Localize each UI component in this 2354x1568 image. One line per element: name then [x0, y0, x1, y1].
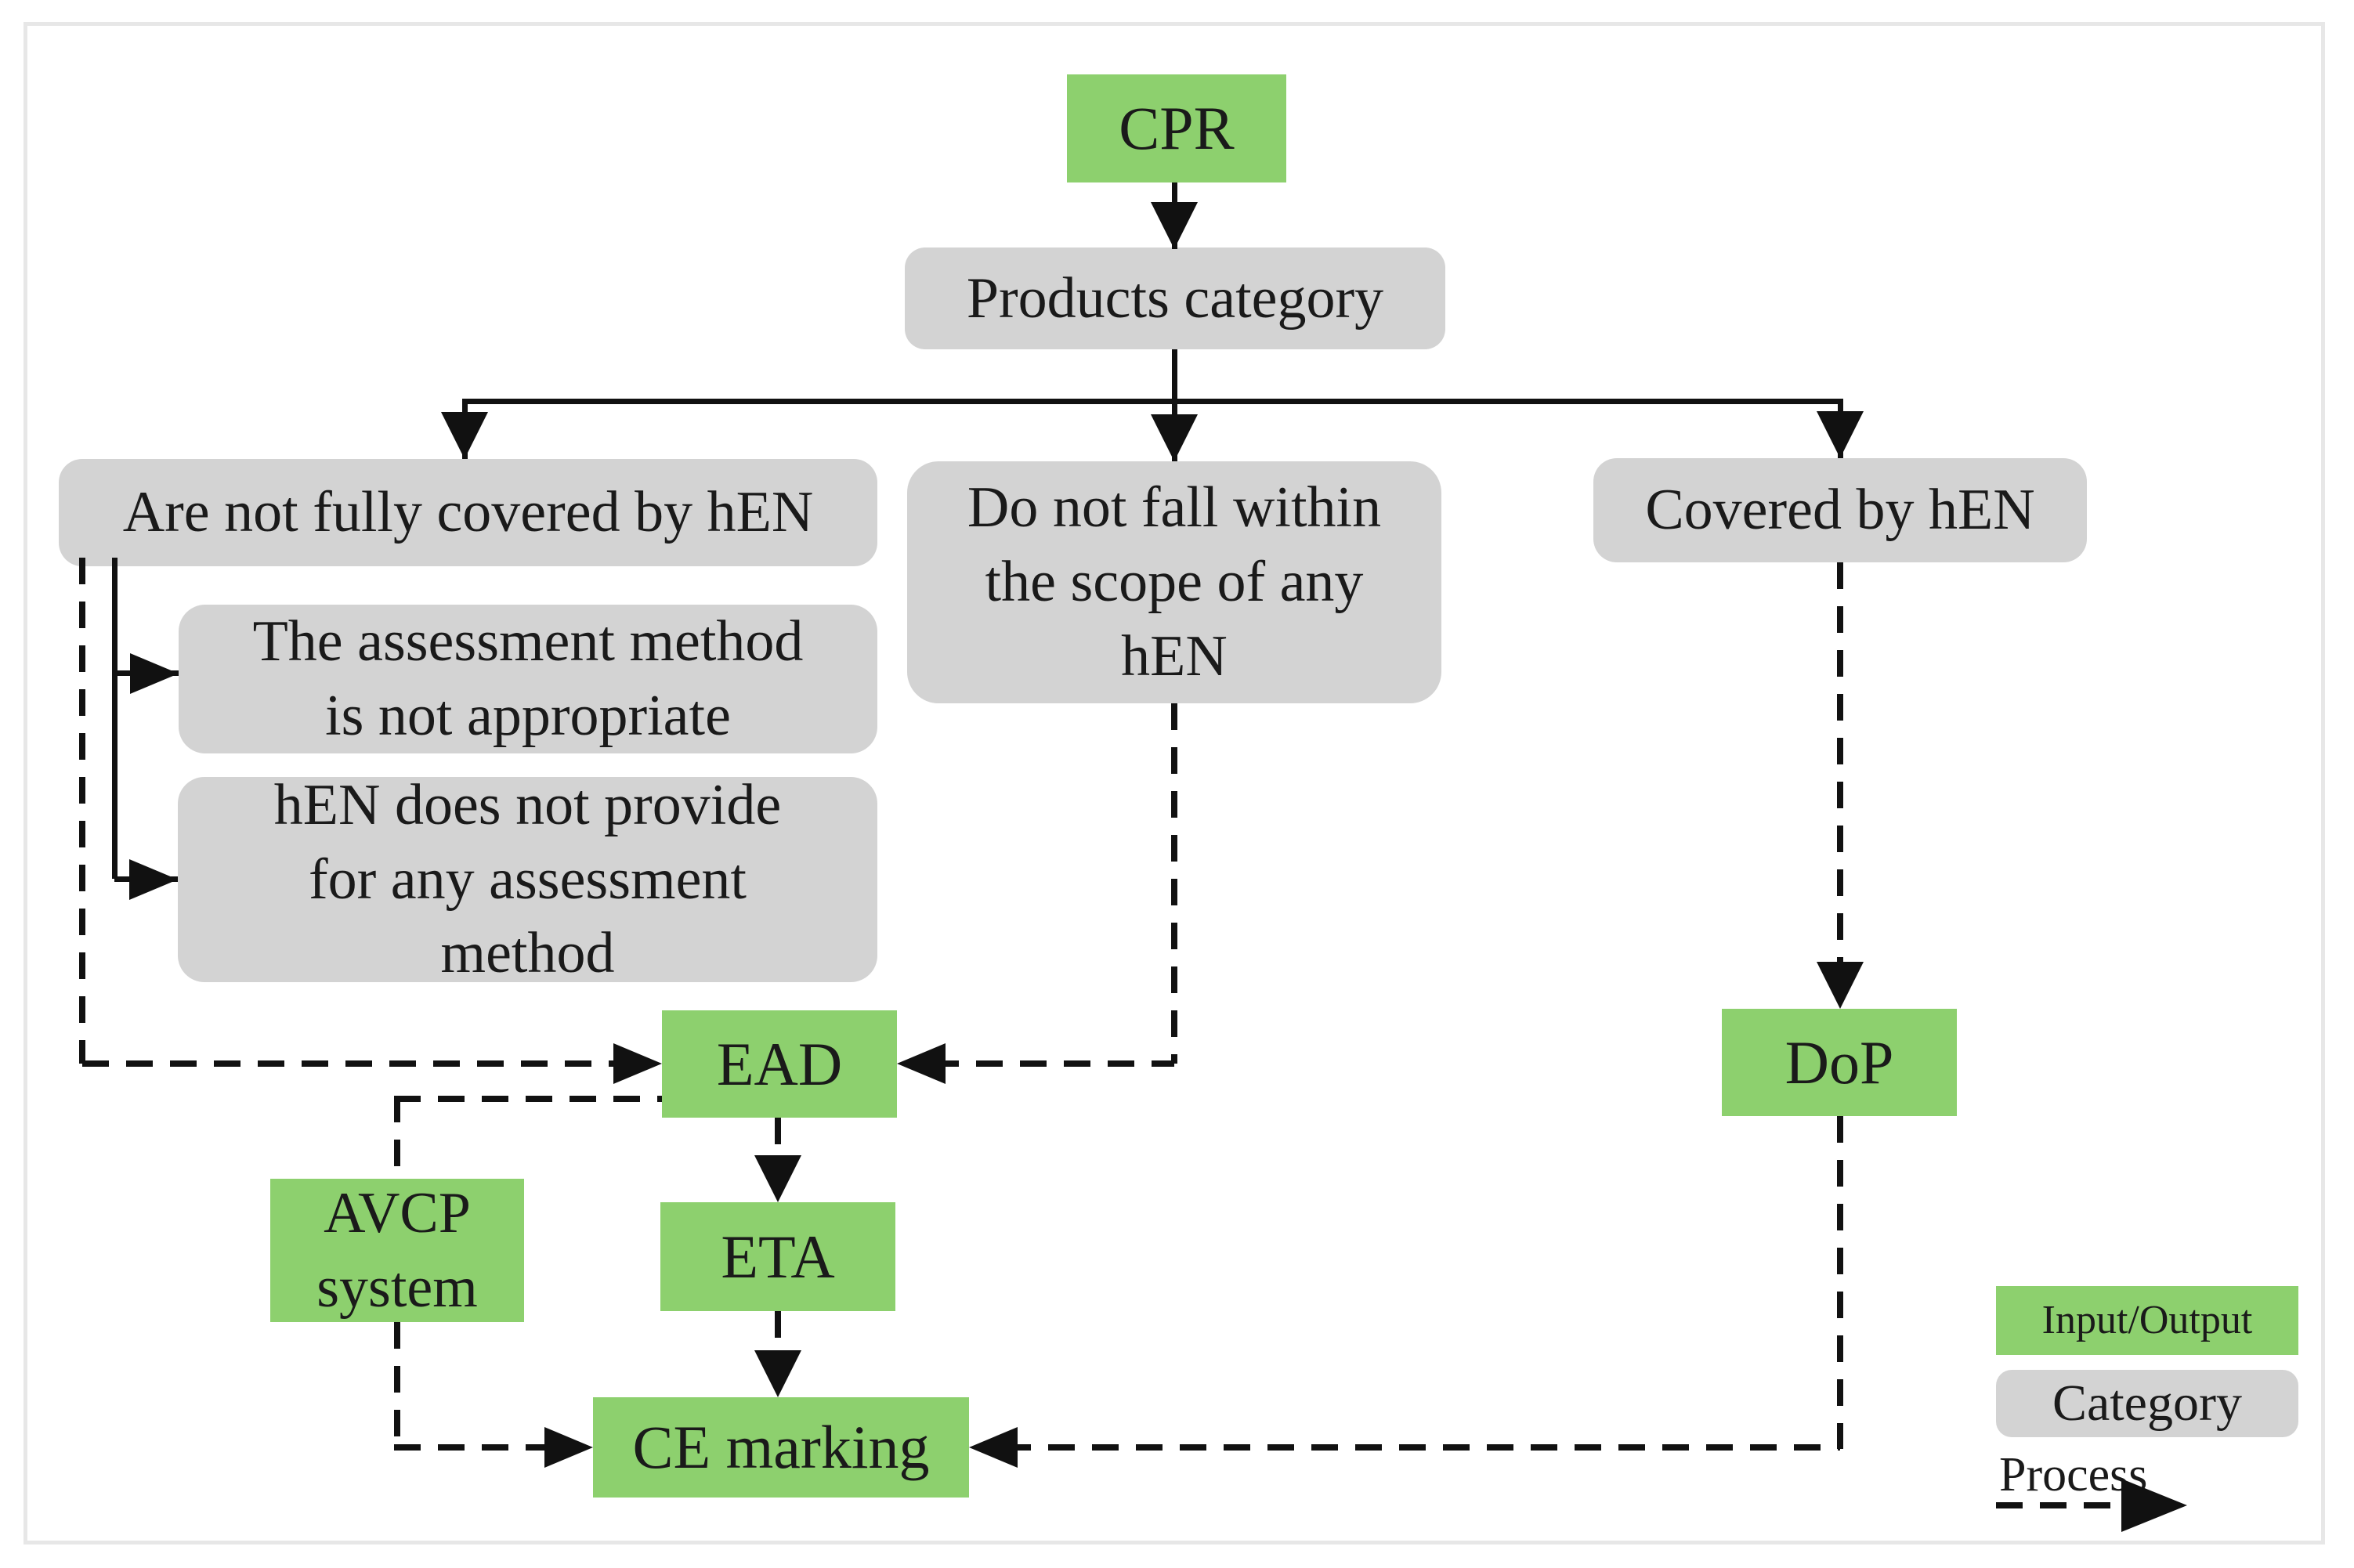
connector-ead-eta-line	[775, 1118, 781, 1172]
arrowhead-right-no-assessment-method	[129, 859, 178, 900]
arrowhead-down-not-fully-covered	[441, 412, 488, 459]
node-eta: ETA	[660, 1202, 895, 1311]
connector-branch-horizontal	[465, 399, 1840, 404]
node-ce-marking: CE marking	[593, 1397, 969, 1498]
arrowhead-down-eta	[754, 1155, 801, 1202]
connector-ead-avcp-horizontal	[394, 1096, 662, 1102]
connector-notcovered-ead-vertical	[79, 558, 85, 1064]
node-products-category: Products category	[905, 247, 1445, 349]
node-dop: DoP	[1722, 1009, 1957, 1116]
figure-frame	[24, 22, 2325, 1545]
arrowhead-down-products	[1151, 202, 1198, 249]
node-not-fully-covered: Are not fully covered by hEN	[59, 459, 877, 566]
node-method-not-appropriate: The assessment method is not appropriate	[179, 605, 877, 753]
connector-avcp-ce-vertical	[394, 1322, 400, 1449]
connector-products-branch-stem	[1172, 349, 1177, 401]
connector-notcovered-ead-horizontal	[82, 1060, 631, 1067]
legend-category: Category	[1996, 1370, 2298, 1437]
arrowhead-down-ce	[754, 1350, 801, 1397]
node-covered-by-hen: Covered by hEN	[1593, 458, 2087, 562]
connector-covered-dop-line	[1837, 562, 1843, 977]
connector-dop-ce-horizontal	[1004, 1444, 1840, 1451]
connector-ead-avcp-vertical	[394, 1096, 400, 1179]
node-ead: EAD	[662, 1010, 897, 1118]
arrowhead-right-method-not-appropriate	[130, 653, 179, 694]
connector-avcp-ce-horizontal	[394, 1444, 560, 1451]
node-cpr: CPR	[1067, 74, 1286, 182]
arrowhead-down-dop	[1817, 962, 1864, 1009]
connector-subreasons-stem	[112, 558, 118, 879]
connector-noscope-ead-vertical	[1171, 703, 1177, 1064]
arrowhead-left-ce	[969, 1427, 1018, 1468]
node-no-scope: Do not fall within the scope of any hEN	[907, 461, 1441, 703]
connector-noscope-ead-horizontal	[932, 1060, 1174, 1067]
connector-eta-ce-line	[775, 1311, 781, 1367]
arrowhead-down-no-scope	[1151, 414, 1198, 461]
arrowhead-right-ead	[613, 1043, 662, 1084]
node-no-assessment-method: hEN does not provide for any assessment …	[178, 773, 877, 985]
legend-input-output: Input/Output	[1996, 1286, 2298, 1355]
arrowhead-right-ce	[544, 1427, 593, 1468]
connector-dop-ce-vertical	[1837, 1116, 1843, 1449]
legend-process-dashed-line	[1996, 1502, 2133, 1508]
node-avcp-system: AVCP system	[270, 1179, 524, 1322]
legend-process-arrowhead	[2121, 1479, 2187, 1532]
arrowhead-down-covered	[1817, 411, 1864, 458]
arrowhead-left-ead	[897, 1043, 946, 1084]
